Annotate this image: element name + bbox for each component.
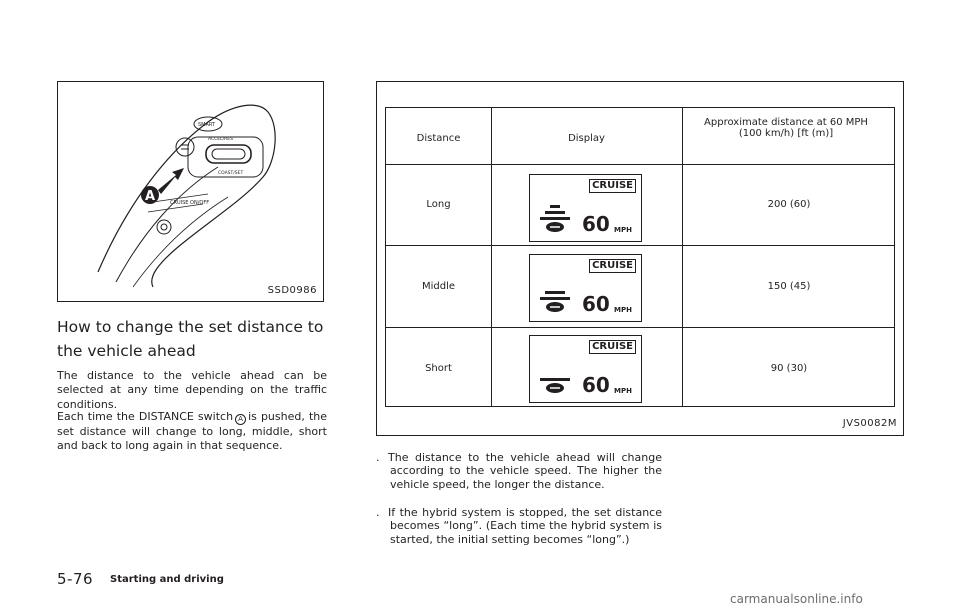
table-divider	[386, 164, 894, 165]
distance-table: Distance Display Approximate distance at…	[385, 107, 895, 407]
accel-switch-label: ACCEL/RES	[208, 136, 233, 142]
row-long-value: 200 (60)	[767, 199, 811, 210]
watermark-link[interactable]: carmanualsonline.info	[730, 592, 863, 606]
table-divider	[682, 108, 683, 406]
smart-switch-label: SMART	[198, 122, 216, 128]
bullet-dot: .	[376, 451, 380, 464]
speed-value: 60	[582, 212, 610, 236]
speed-unit: MPH	[614, 226, 632, 234]
table-divider	[491, 108, 492, 406]
cruise-indicator: CRUISE	[589, 340, 636, 354]
cruise-display-short: CRUISE 60 MPH	[529, 335, 642, 403]
figure-code-left: SSD0986	[267, 285, 317, 296]
list-item: . If the hybrid system is stopped, the s…	[376, 506, 662, 546]
header-approx-distance: Approximate distance at 60 MPH (100 km/h…	[704, 117, 868, 139]
speed-unit: MPH	[614, 306, 632, 314]
intro-paragraph: The distance to the vehicle ahead can be…	[57, 369, 327, 411]
cruise-onoff-label: CRUISE ON/OFF	[170, 200, 209, 206]
coast-switch-label: COAST/SET	[218, 170, 244, 176]
speed-value: 60	[582, 373, 610, 397]
cruise-display-middle: CRUISE 60 MPH	[529, 254, 642, 322]
section-name: Starting and driving	[110, 574, 224, 585]
marker-a-icon	[141, 186, 159, 204]
header-display: Display	[568, 133, 605, 144]
steering-switch-illustration: SMART ACCEL/RES COAST/SET CRUISE ON/OFF …	[57, 81, 324, 302]
bullet-text: The distance to the vehicle ahead will c…	[388, 451, 662, 491]
table-divider	[386, 327, 894, 328]
speed-value: 60	[582, 292, 610, 316]
row-short-distance: Short	[425, 363, 452, 374]
page-number: 5-76	[57, 570, 94, 588]
cruise-indicator: CRUISE	[589, 259, 636, 273]
row-long-distance: Long	[426, 199, 451, 210]
distance-bars-long-icon	[540, 205, 570, 232]
section-heading: How to change the set distance to the ve…	[57, 318, 324, 360]
bullet-dot: .	[376, 506, 380, 519]
pointer-arrow-icon	[158, 168, 184, 194]
row-middle-distance: Middle	[421, 281, 456, 292]
list-item: . The distance to the vehicle ahead will…	[376, 451, 662, 491]
cruise-indicator: CRUISE	[589, 179, 636, 193]
switch-a-symbol-icon: A	[235, 414, 247, 425]
cruise-display-long: CRUISE 60 MPH	[529, 174, 642, 242]
marker-a-label: A	[145, 189, 155, 204]
distance-table-figure: Distance Display Approximate distance at…	[376, 81, 904, 436]
speed-unit: MPH	[614, 387, 632, 395]
distance-bars-short-icon	[540, 378, 570, 393]
paragraph-text-start: Each time the DISTANCE switch	[57, 410, 234, 423]
steering-wheel-switch-drawing: SMART ACCEL/RES COAST/SET CRUISE ON/OFF …	[97, 104, 276, 288]
bullet-text: If the hybrid system is stopped, the set…	[388, 506, 662, 546]
figure-code-right: JVS0082M	[842, 418, 897, 429]
row-middle-value: 150 (45)	[767, 281, 811, 292]
header-distance: Distance	[416, 133, 461, 144]
paragraph-text-end: is pushed, the set distance will change …	[57, 410, 327, 453]
distance-bars-middle-icon	[540, 291, 570, 312]
row-short-value: 90 (30)	[770, 363, 808, 374]
table-divider	[386, 245, 894, 246]
